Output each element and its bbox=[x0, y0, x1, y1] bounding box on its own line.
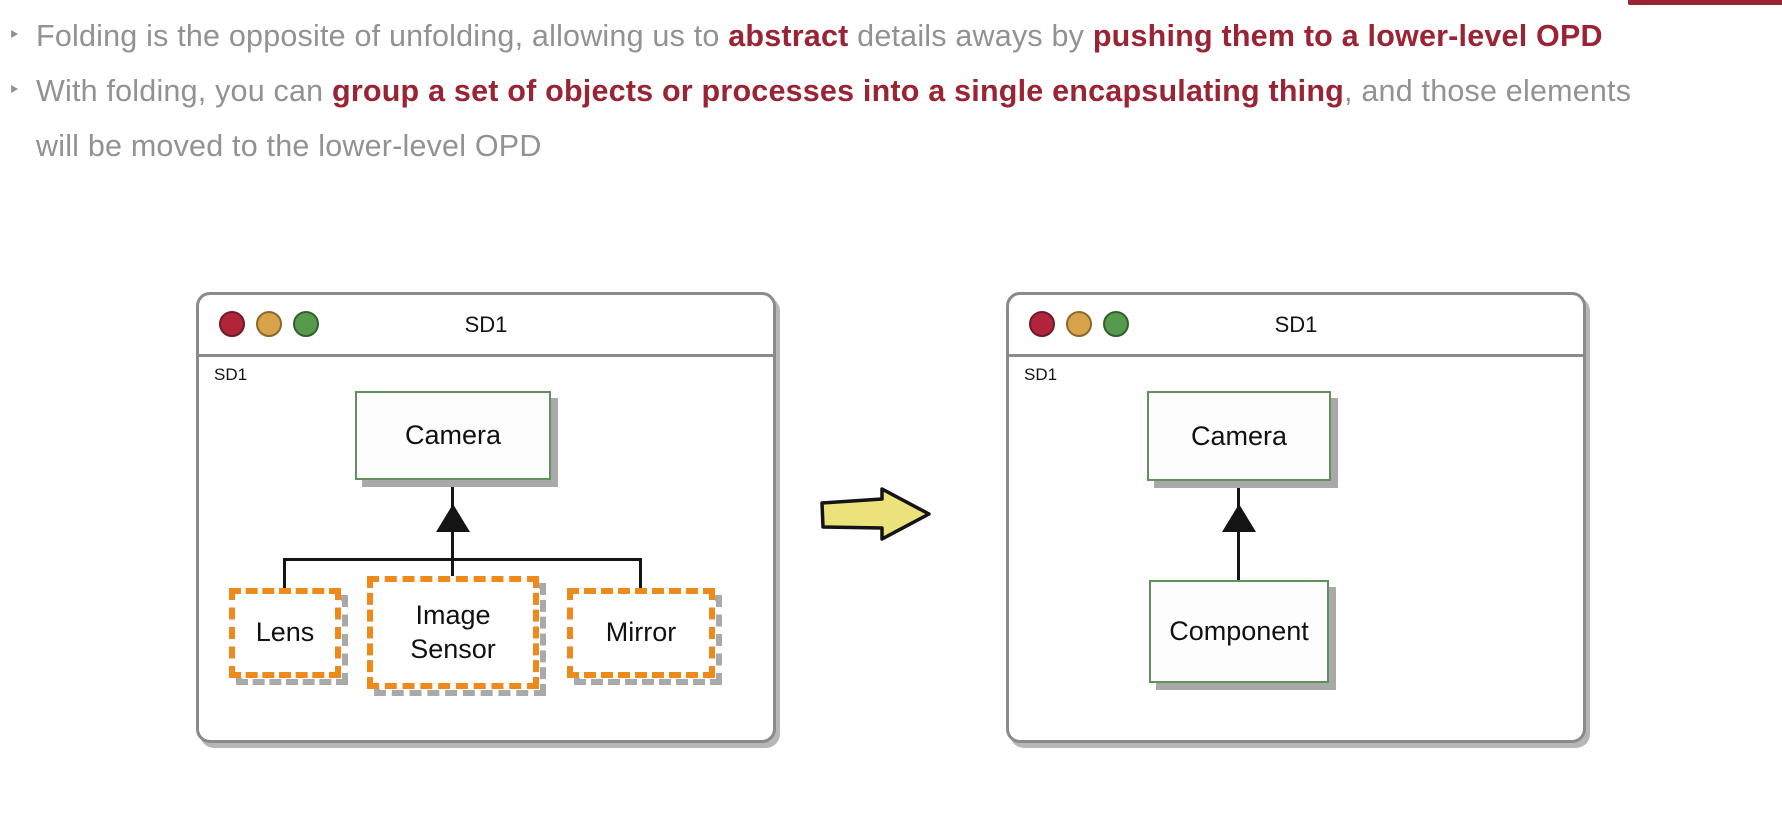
mirror-box: Mirror bbox=[567, 588, 715, 678]
zoom-circle-icon bbox=[293, 311, 319, 337]
fold-arrow-icon bbox=[820, 487, 931, 541]
connector-line bbox=[639, 558, 642, 589]
window-titlebar: SD1 bbox=[199, 295, 773, 357]
aggregation-triangle-icon bbox=[436, 504, 470, 532]
aggregation-triangle-icon bbox=[1222, 504, 1256, 532]
close-circle-icon bbox=[219, 311, 245, 337]
zoom-circle-icon bbox=[1103, 311, 1129, 337]
bullet-line-1: Folding is the opposite of unfolding, al… bbox=[36, 18, 1603, 54]
lens-box: Lens bbox=[229, 588, 341, 678]
camera-box: Camera bbox=[355, 391, 551, 480]
bullet-line-2-continuation: will be moved to the lower-level OPD bbox=[36, 128, 542, 164]
highlighted-text: abstract bbox=[728, 19, 849, 53]
bullet-line-2: With folding, you can group a set of obj… bbox=[36, 73, 1631, 109]
window-title: SD1 bbox=[464, 311, 508, 337]
opd-window-before-folding: SD1 SD1 Camera Lens Image Sensor Mirror bbox=[196, 292, 776, 743]
text-segment: , and those elements bbox=[1344, 74, 1632, 108]
top-right-red-bar bbox=[1628, 0, 1782, 5]
bullet-icon: ‣ bbox=[8, 79, 21, 102]
highlighted-text: pushing them to a lower-level OPD bbox=[1092, 19, 1603, 53]
connector-line bbox=[283, 558, 286, 589]
text-segment: With folding, you can bbox=[36, 74, 332, 108]
text-segment: details aways by bbox=[848, 19, 1093, 53]
window-title: SD1 bbox=[1274, 311, 1318, 337]
image-sensor-box: Image Sensor bbox=[367, 576, 539, 689]
window-controls bbox=[219, 311, 319, 337]
text-segment: will be moved to the lower-level OPD bbox=[36, 129, 542, 163]
text-segment: Folding is the opposite of unfolding, al… bbox=[36, 19, 729, 53]
component-box: Component bbox=[1149, 580, 1329, 683]
close-circle-icon bbox=[1029, 311, 1055, 337]
minimize-circle-icon bbox=[1066, 311, 1092, 337]
diagram-label: SD1 bbox=[214, 365, 248, 384]
camera-box: Camera bbox=[1147, 391, 1331, 481]
window-controls bbox=[1029, 311, 1129, 337]
connector-branch-line bbox=[284, 558, 641, 561]
highlighted-text: group a set of objects or processes into… bbox=[332, 74, 1345, 108]
opd-window-after-folding: SD1 SD1 Camera Component bbox=[1006, 292, 1586, 743]
diagram-label: SD1 bbox=[1024, 365, 1058, 384]
window-titlebar: SD1 bbox=[1009, 295, 1583, 357]
minimize-circle-icon bbox=[256, 311, 282, 337]
bullet-icon: ‣ bbox=[8, 24, 21, 47]
